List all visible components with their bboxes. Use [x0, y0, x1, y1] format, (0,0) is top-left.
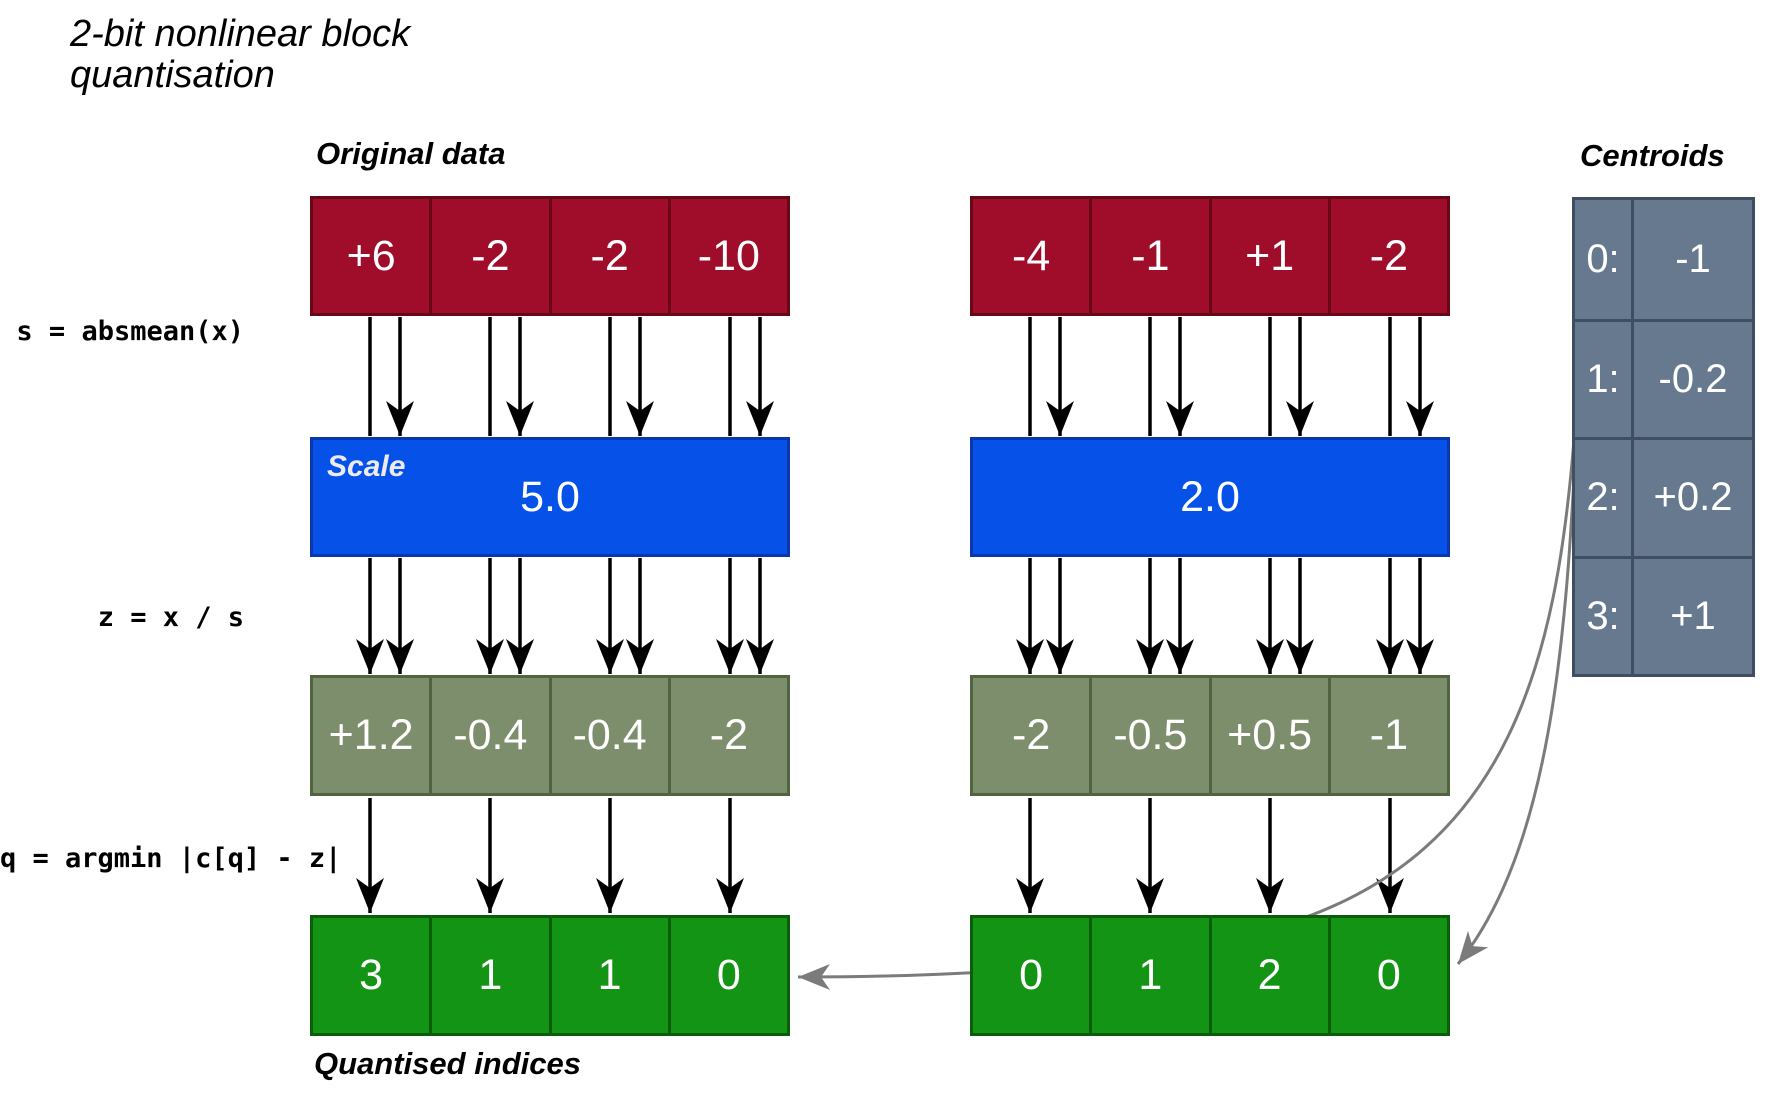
index-cell: 1 [1089, 918, 1209, 1033]
normalised-cell: -1 [1327, 678, 1447, 793]
scale-value: 2.0 [1180, 472, 1240, 521]
centroid-index: 2: [1575, 437, 1631, 556]
normalised-cell: +0.5 [1208, 678, 1328, 793]
indices-row-2: 0 1 2 0 [970, 915, 1450, 1036]
centroid-index: 3: [1575, 555, 1631, 675]
index-cell: 0 [667, 918, 787, 1033]
original-data-label: Original data [316, 136, 506, 171]
normalise-formula: z = x / s [97, 602, 244, 633]
original-row-2: -4 -1 +1 -2 [970, 196, 1450, 316]
scale-formula: s = absmean(x) [16, 316, 244, 347]
centroid-value: -0.2 [1631, 318, 1752, 437]
quantised-indices-label: Quantised indices [314, 1046, 582, 1081]
original-cell: -2 [548, 199, 668, 313]
index-cell: 3 [313, 918, 430, 1033]
original-cell: -4 [973, 199, 1090, 313]
normalised-cell: -2 [667, 678, 787, 793]
normalised-cell: -2 [973, 678, 1090, 793]
normalised-row-2: -2 -0.5 +0.5 -1 [970, 675, 1450, 796]
quantise-formula: q = argmin |c[q] - z| [0, 843, 342, 874]
normalised-cell: -0.4 [429, 678, 549, 793]
centroids-table: 0: -1 1: -0.2 2: +0.2 3: +1 [1572, 197, 1755, 677]
centroid-value: +1 [1631, 555, 1752, 674]
normalised-row-1: +1.2 -0.4 -0.4 -2 [310, 675, 790, 796]
index-cell: 1 [548, 918, 668, 1033]
original-row-1: +6 -2 -2 -10 [310, 196, 790, 316]
index-cell: 0 [973, 918, 1090, 1033]
original-cell: -2 [429, 199, 549, 313]
centroid-value: -1 [1631, 200, 1752, 319]
original-cell: -2 [1327, 199, 1447, 313]
centroid-value: +0.2 [1631, 437, 1752, 556]
scale-box-1: Scale 5.0 [310, 437, 790, 557]
normalised-cell: +1.2 [313, 678, 430, 793]
scale-box-2: 2.0 [970, 437, 1450, 557]
index-cell: 2 [1208, 918, 1328, 1033]
normalised-cell: -0.5 [1089, 678, 1209, 793]
block-flow-arrows [356, 317, 1434, 913]
centroid-index: 1: [1575, 318, 1631, 438]
index-cell: 1 [429, 918, 549, 1033]
original-cell: +1 [1208, 199, 1328, 313]
index-cell: 0 [1327, 918, 1447, 1033]
original-cell: +6 [313, 199, 430, 313]
centroids-label: Centroids [1580, 138, 1725, 173]
normalised-cell: -0.4 [548, 678, 668, 793]
centroid-to-right-indices-arrow [1456, 439, 1578, 965]
original-cell: -10 [667, 199, 787, 313]
scale-tag: Scale [327, 450, 406, 483]
original-cell: -1 [1089, 199, 1209, 313]
centroid-index: 0: [1586, 236, 1620, 281]
indices-row-1: 3 1 1 0 [310, 915, 790, 1036]
scale-value: 5.0 [520, 472, 580, 521]
